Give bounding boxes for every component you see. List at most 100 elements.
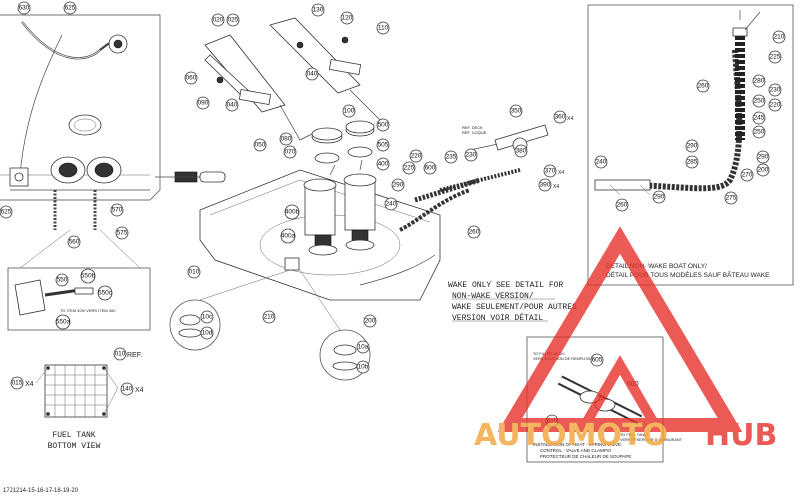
callout-220: 220 [409,149,423,163]
callout-350: 350 [509,104,523,118]
callout-380: 380 [514,144,528,158]
fuel-hoses [399,124,549,232]
label-x4-390: X4 [553,184,559,190]
ref-deck-note-2: RÉF. COQUE [462,130,487,135]
svg-text:100: 100 [344,108,355,115]
wake-note-1: WAKE ONLY SEE DETAIL FOR [448,281,563,290]
svg-text:070: 070 [285,149,296,156]
to-filler-note-2: VERS BOUCHON DE REMPLISSAGE [533,357,599,361]
svg-text:400b: 400b [285,209,300,216]
callout-550a: 550a [55,314,71,330]
svg-text:290: 290 [393,182,404,189]
svg-text:250: 250 [754,129,765,136]
svg-text:380: 380 [516,148,527,155]
install-note-2: CONTROL - VALVE AND CLAMPS/ [540,448,612,453]
svg-text:225: 225 [770,54,781,61]
callout-250-detail: 250 [752,94,766,108]
svg-text:10b: 10b [358,364,369,371]
svg-text:140: 140 [122,386,133,393]
callout-270-detail: 270 [740,168,754,182]
svg-text:10d: 10d [202,330,213,337]
callout-010-ref: 010 [113,347,127,361]
svg-text:350: 350 [511,108,522,115]
callout-285-detail: 285 [685,155,699,169]
to-item-note: TO ITEM 400/ VERS ITEM 400 [60,308,116,313]
svg-text:235: 235 [446,154,457,161]
svg-text:015: 015 [12,380,23,387]
callout-040: 040 [225,98,239,112]
svg-text:600: 600 [425,165,436,172]
callout-110: 110 [376,21,390,35]
callout-020: 020 [211,13,225,27]
svg-text:010: 010 [189,269,200,276]
callout-025: 025 [226,13,240,27]
callout-400b: 400b [284,204,300,220]
callout-10d: 10d [200,326,214,340]
callout-600: 600 [423,161,437,175]
callout-235: 235 [444,150,458,164]
callout-400: 400 [376,157,390,171]
callout-070: 070 [283,145,297,159]
callout-370: 370 [543,164,557,178]
detail-non-wake: DETAIL NON- WAKE BOAT ONLY/ DÉTAIL POUR … [587,4,794,286]
detail-title-2: DÉTAIL POUR TOUS MODÈLES SAUF BÂTEAU WAK… [606,270,770,279]
fuel-tank [199,159,441,301]
callout-230-detail: 230 [768,83,782,97]
callouts: 630 625 625 020 025 130 120 110 060 040 … [0,1,786,428]
svg-text:360: 360 [555,114,566,121]
callout-210-detail: 210 [772,30,786,44]
svg-text:285: 285 [687,159,698,166]
callout-290-detail: 290 [652,190,666,204]
callout-240: 240 [384,197,398,211]
callout-290-detail: 290 [685,139,699,153]
svg-text:090: 090 [198,100,209,107]
tank-top-assembly [0,14,226,230]
callout-260-detail: 260 [696,79,710,93]
callout-130: 130 [311,3,325,17]
callout-625: 625 [0,205,13,219]
label-x4-140: X4 [135,387,144,394]
detail-title-1: DETAIL NON- WAKE BOAT ONLY/ [606,263,707,270]
svg-text:250: 250 [754,98,765,105]
svg-text:260: 260 [698,83,709,90]
callout-360: 360 [553,110,567,124]
svg-text:210: 210 [264,314,275,321]
callout-550: 550 [55,273,69,287]
callout-10a: 10a [356,340,370,354]
callout-390: 390 [538,178,552,192]
callout-090: 090 [196,96,210,110]
tank-bottom-view: FUEL TANK BOTTOM VIEW [35,364,119,451]
callout-225-detail: 225 [768,50,782,64]
callout-290-detail: 290 [756,150,770,164]
svg-text:570: 570 [112,207,123,214]
svg-text:550c: 550c [98,290,113,297]
svg-text:010: 010 [115,351,126,358]
svg-text:040: 040 [307,71,318,78]
svg-text:290: 290 [654,194,665,201]
callout-220-detail: 220 [768,98,782,112]
svg-text:110: 110 [378,25,389,32]
callout-100: 100 [342,104,356,118]
svg-text:220: 220 [770,102,781,109]
svg-text:550: 550 [57,277,68,284]
detail-550: TO ITEM 400/ VERS ITEM 400 [7,229,151,331]
svg-text:240: 240 [386,201,397,208]
callout-060: 060 [184,71,198,85]
callout-605: 605 [590,353,604,367]
svg-text:130: 130 [313,7,324,14]
callout-10c: 10c [200,310,214,324]
callout-500: 500 [376,118,390,132]
svg-text:240: 240 [596,159,607,166]
svg-text:040: 040 [227,102,238,109]
callout-040: 040 [305,67,319,81]
callout-240-detail: 240 [594,155,608,169]
svg-text:500: 500 [378,122,389,129]
svg-text:290: 290 [758,154,769,161]
diagram-code: 17J1214-15-16-17-18-19-20 [3,488,79,494]
svg-text:270: 270 [742,172,753,179]
svg-text:10c: 10c [202,314,213,321]
label-x4-015: X4 [25,381,34,388]
svg-text:290: 290 [687,143,698,150]
wake-note-2: NON-WAKE VERSION/ [452,292,534,301]
